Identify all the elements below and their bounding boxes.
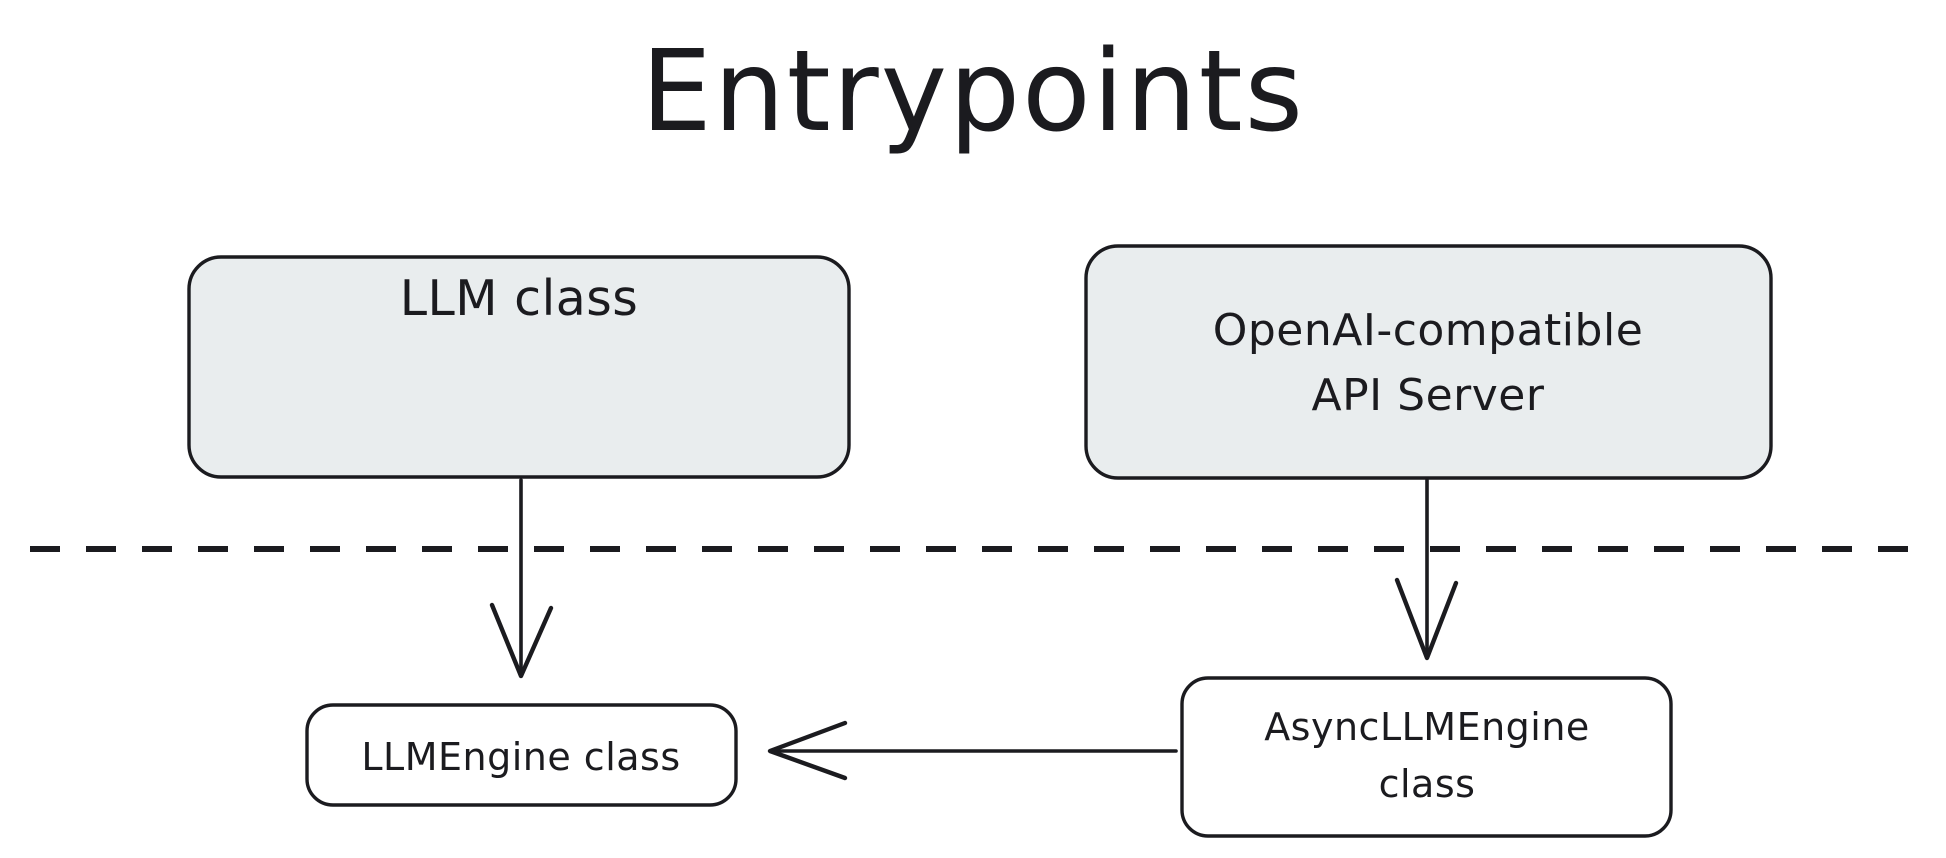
node-llm-class[interactable]: LLM class [187, 255, 851, 479]
node-openai-api-server-label-line2: API Server [1312, 370, 1545, 421]
node-openai-api-server-label-line1: OpenAI-compatible [1213, 305, 1644, 356]
edge-llm-to-engine [489, 478, 554, 679]
edge-api-to-async [1394, 478, 1459, 661]
node-openai-api-server-shape [1084, 244, 1773, 480]
edge-async-to-engine [767, 720, 1178, 781]
node-llm-class-shape [187, 255, 851, 479]
edge-api-to-async-arrowhead-icon [1394, 577, 1459, 661]
node-openai-api-server[interactable]: OpenAI-compatible API Server [1084, 244, 1773, 480]
edge-async-to-engine-arrowhead-icon [767, 720, 848, 781]
node-llm-engine-label: LLMEngine class [361, 735, 680, 779]
node-llm-engine-shape [305, 703, 738, 807]
node-async-llm-engine-label-line2: class [1379, 762, 1476, 806]
node-async-llm-engine-shape [1180, 676, 1673, 838]
node-llm-engine[interactable]: LLMEngine class [305, 703, 738, 807]
node-async-llm-engine-label-line1: AsyncLLMEngine [1264, 705, 1590, 749]
node-llm-class-label: LLM class [400, 270, 639, 327]
edge-llm-to-engine-arrowhead-icon [489, 602, 554, 679]
diagram-title: Entrypoints [641, 27, 1305, 157]
node-async-llm-engine[interactable]: AsyncLLMEngine class [1180, 676, 1673, 838]
